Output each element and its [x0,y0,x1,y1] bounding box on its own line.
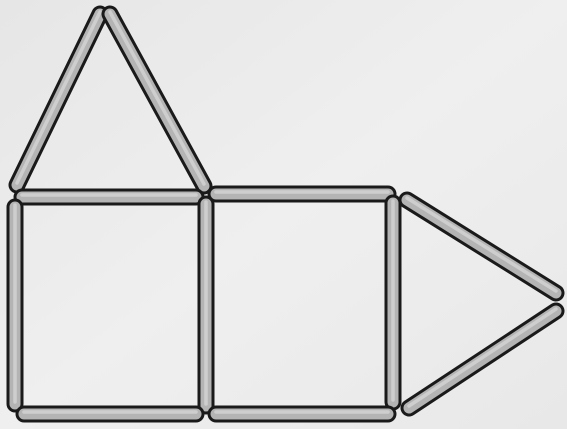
square1-top-stick [22,195,196,197]
square2-top-stick [216,192,388,194]
square1-bottom-stick [24,412,196,414]
square2-bottom-stick [216,412,388,414]
